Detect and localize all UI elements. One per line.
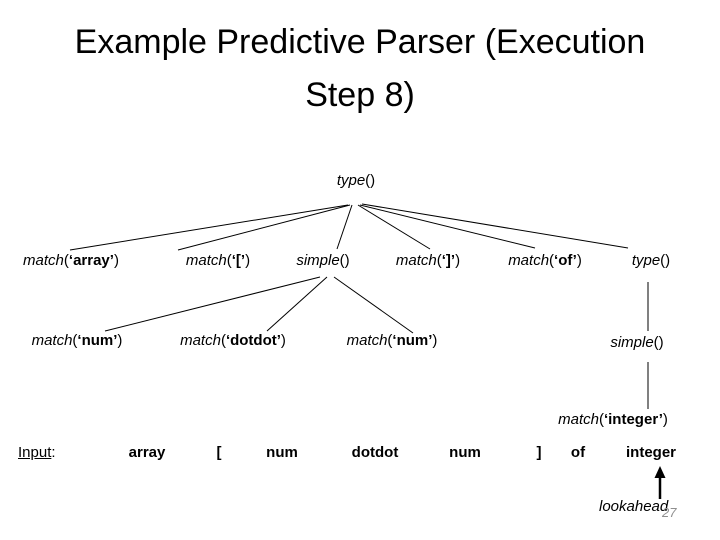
node-open-paren: ( — [63, 252, 69, 269]
node-open-paren: () — [660, 252, 671, 269]
node-terminal: ‘of’ — [554, 252, 577, 269]
node-close-paren: ) — [662, 411, 668, 428]
node-open-paren: ( — [436, 252, 442, 269]
node-function-name: match — [31, 332, 73, 349]
title-line-1: Example Predictive Parser (Execution — [74, 23, 646, 61]
tree-edge — [361, 203, 629, 249]
tree-node: match(‘[’) — [186, 252, 250, 270]
tree-node: simple() — [610, 334, 663, 352]
input-token: num — [449, 444, 481, 461]
node-open-paren: ( — [72, 332, 78, 349]
tree-node: match(‘of’) — [508, 252, 582, 270]
input-label: Input: — [18, 444, 56, 461]
node-function-name: match — [508, 252, 550, 269]
node-function-name: match — [558, 411, 599, 428]
node-terminal: ‘num’ — [77, 332, 118, 349]
node-open-paren: () — [339, 252, 350, 269]
node-terminal: ‘]’ — [441, 252, 456, 269]
tree-node: match(‘num’) — [32, 332, 123, 350]
slide-title: Example Predictive Parser (Execution Ste… — [0, 16, 720, 122]
tree-node: match(‘dotdot’) — [180, 332, 286, 350]
node-function-name: match — [395, 252, 437, 269]
input-token: ] — [536, 444, 542, 461]
node-close-paren: ) — [432, 332, 438, 349]
lookahead-label: lookahead — [599, 498, 669, 515]
tree-edge — [333, 276, 414, 334]
tree-edge — [359, 204, 536, 249]
input-token: num — [266, 444, 298, 461]
node-function-name: type — [336, 172, 366, 189]
tree-edge — [357, 204, 431, 250]
tree-node: match(‘integer’) — [558, 411, 668, 429]
node-close-paren: ) — [576, 252, 582, 269]
node-open-paren: () — [653, 334, 664, 351]
tree-node: type() — [632, 252, 670, 270]
tree-edge — [177, 204, 351, 251]
node-terminal: ‘array’ — [68, 252, 114, 269]
node-open-paren: ( — [226, 252, 232, 269]
tree-edge — [266, 276, 328, 332]
node-terminal: ‘dotdot’ — [225, 332, 281, 349]
node-function-name: simple — [296, 252, 340, 269]
input-token: [ — [216, 444, 222, 461]
node-function-name: match — [180, 332, 221, 349]
node-close-paren: ) — [280, 332, 286, 349]
node-close-paren: ) — [245, 252, 251, 269]
node-open-paren: () — [365, 172, 376, 189]
tree-node: match(‘]’) — [396, 252, 460, 270]
node-open-paren: ( — [598, 411, 604, 428]
node-function-name: match — [346, 332, 388, 349]
node-open-paren: ( — [387, 332, 393, 349]
tree-node: type() — [337, 172, 375, 190]
node-terminal: ‘num’ — [392, 332, 433, 349]
input-colon: : — [51, 444, 56, 461]
tree-edge — [336, 204, 353, 250]
input-token: integer — [625, 444, 677, 461]
tree-node: match(‘array’) — [23, 252, 119, 270]
page-number: 27 — [662, 505, 677, 520]
node-open-paren: ( — [220, 332, 226, 349]
tree-node: simple() — [296, 252, 349, 270]
tree-edge — [104, 276, 321, 332]
node-close-paren: ) — [113, 252, 119, 269]
node-open-paren: ( — [549, 252, 555, 269]
node-close-paren: ) — [455, 252, 461, 269]
node-terminal: ‘[’ — [231, 252, 246, 269]
tree-edge — [69, 204, 349, 251]
lookahead-arrow-head-icon — [654, 466, 666, 478]
node-close-paren: ) — [117, 332, 123, 349]
input-token: of — [570, 444, 586, 461]
tree-node: match(‘num’) — [347, 332, 438, 350]
node-terminal: ‘integer’ — [603, 411, 663, 428]
node-function-name: match — [23, 252, 64, 269]
input-word: Input — [18, 444, 52, 461]
node-function-name: match — [185, 252, 227, 269]
node-function-name: type — [631, 252, 661, 269]
title-line-2: Step 8) — [305, 76, 415, 114]
node-function-name: simple — [610, 334, 654, 351]
input-token: array — [128, 444, 166, 461]
input-token: dotdot — [351, 444, 399, 461]
